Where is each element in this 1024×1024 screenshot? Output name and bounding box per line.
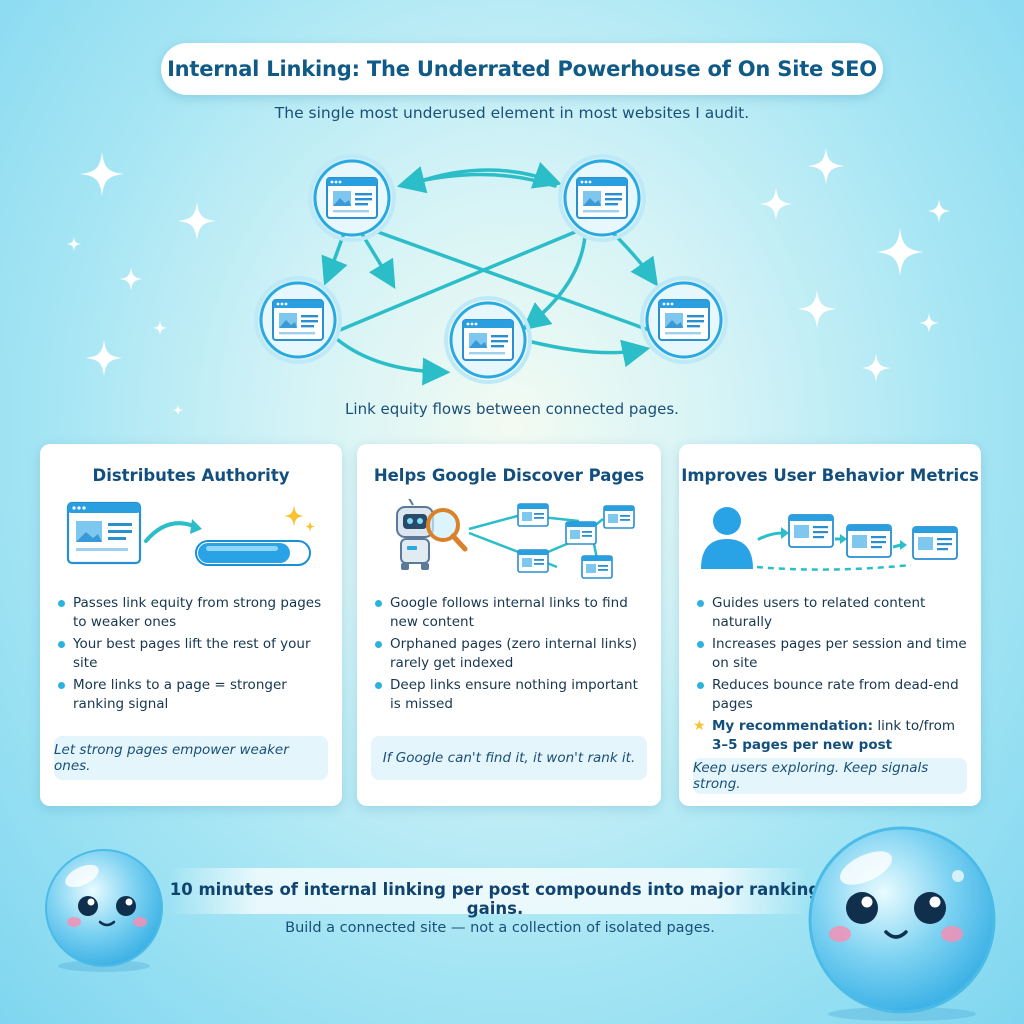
webpage-icon: [517, 549, 549, 573]
bottom-headline: 10 minutes of internal linking per post …: [169, 880, 821, 918]
sparkle-icon: [797, 289, 837, 329]
list-item: Orphaned pages (zero internal links) rar…: [373, 635, 651, 673]
card-title: Helps Google Discover Pages: [373, 466, 645, 485]
card-footer: Keep users exploring. Keep signals stron…: [693, 758, 967, 794]
sparkle-icon: [305, 521, 315, 532]
card-distributes-authority: Distributes Authority Passes link equity…: [40, 444, 342, 806]
link-arrow: [530, 339, 651, 368]
webpage-icon: [581, 555, 613, 579]
sparkle-icon: [66, 236, 82, 252]
sparkle-icon: [918, 312, 940, 334]
list-item: Increases pages per session and time on …: [695, 635, 971, 673]
page-node-top-left: [310, 156, 394, 240]
page-node-center: [446, 298, 530, 382]
bubble-mascot-left: [45, 849, 163, 972]
link-arrow: [360, 232, 396, 290]
webpage-icon: [603, 505, 635, 529]
discovery-bullets: Google follows internal links to find ne…: [373, 594, 651, 717]
flow-arrow-icon: [144, 521, 198, 543]
network-caption: Link equity flows between connected page…: [345, 400, 679, 418]
link-arrow: [521, 234, 587, 331]
card-footer: If Google can't find it, it won't rank i…: [371, 736, 647, 780]
card-title: Improves User Behavior Metrics: [681, 466, 979, 485]
sparkle-icon: [177, 201, 217, 241]
link-line: [338, 230, 577, 332]
sparkle-icon: [927, 199, 951, 223]
sparkle-icon: [152, 320, 168, 336]
card-title: Distributes Authority: [92, 466, 290, 485]
sparkle-icon: [85, 339, 123, 377]
behavior-bullets: Guides users to related content naturall…: [693, 594, 971, 758]
card-user-behavior: Improves User Behavior Metrics Guid: [679, 444, 981, 806]
webpage-icon: [788, 514, 834, 548]
list-item: Google follows internal links to find ne…: [373, 594, 651, 632]
sparkle-icon: [119, 267, 143, 291]
page-title: Internal Linking: The Underrated Powerho…: [167, 57, 877, 81]
sparkle-icon: [876, 228, 924, 276]
page-node-top-right: [560, 156, 644, 240]
link-arrow: [396, 166, 557, 194]
bubble-mascot-right: [808, 826, 996, 1021]
discovery-illustration: [396, 499, 635, 579]
sparkle-icon: [807, 147, 845, 185]
authority-illustration: [66, 501, 315, 566]
recommendation-text: link to/from: [873, 718, 956, 734]
webpage-icon: [565, 521, 597, 545]
page-node-mid-right: [642, 278, 726, 362]
user-behavior-illustration: [701, 507, 958, 571]
sparkle-icon: [861, 353, 891, 383]
list-item: Passes link equity from strong pages to …: [56, 594, 332, 632]
list-item: Reduces bounce rate from dead-end pages: [695, 676, 971, 714]
sparkle-icon: [284, 505, 304, 527]
link-line: [376, 230, 662, 336]
sparkle-icon: [759, 187, 793, 221]
google-bot-magnifier-icon: [396, 499, 468, 570]
page-title-pill: Internal Linking: The Underrated Powerho…: [161, 43, 883, 95]
recommendation-label: My recommendation:: [712, 718, 874, 734]
authority-bullets: Passes link equity from strong pages to …: [56, 594, 332, 717]
user-icon: [701, 507, 753, 569]
recommendation-bold: 3–5 pages per new post: [712, 737, 893, 753]
list-item: Guides users to related content naturall…: [695, 594, 971, 632]
webpage-icon: [517, 503, 549, 527]
webpage-icon: [912, 526, 958, 560]
card-google-discovery: Helps Google Discover Pages: [357, 444, 661, 806]
sparkle-icon: [80, 152, 124, 196]
bottom-tagline: Build a connected site — not a collectio…: [285, 920, 715, 936]
page-subtitle: The single most underused element in mos…: [274, 104, 750, 122]
star-icon: ★: [693, 718, 706, 734]
recommendation-item: ★ My recommendation: link to/from 3–5 pag…: [693, 717, 971, 755]
list-item: Your best pages lift the rest of your si…: [56, 635, 332, 673]
webpage-icon: [846, 524, 892, 558]
card-footer: Let strong pages empower weaker ones.: [54, 736, 328, 780]
link-network-diagram: [0, 150, 1024, 386]
sparkle-icon: [172, 404, 184, 416]
page-node-mid-left: [256, 278, 340, 362]
list-item: Deep links ensure nothing important is m…: [373, 676, 651, 714]
link-arrow: [336, 338, 451, 386]
bottom-highlight-band: [168, 868, 808, 914]
list-item: More links to a page = stronger ranking …: [56, 676, 332, 714]
